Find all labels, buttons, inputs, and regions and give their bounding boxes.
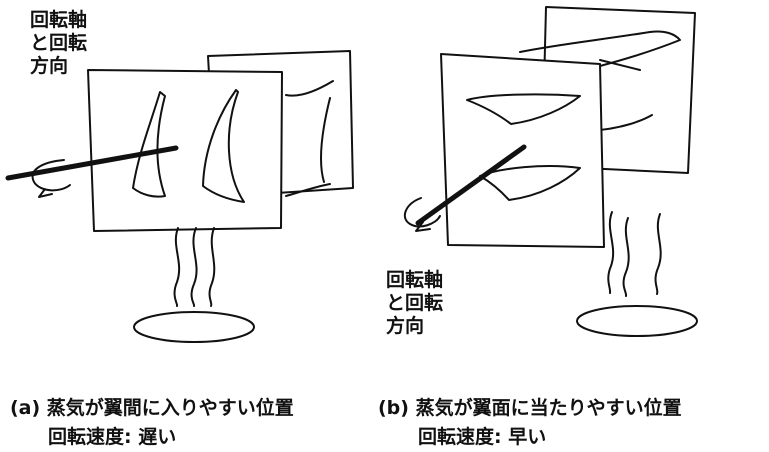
panel-a-shaft bbox=[5, 145, 179, 181]
panel-b-caption-speed: 回転速度: 早い bbox=[418, 426, 547, 448]
panel-b-steam-wisps bbox=[607, 211, 662, 297]
panel-b-rotation-arrow bbox=[403, 197, 441, 228]
panel-b-blade-bottom bbox=[479, 164, 581, 201]
panel-a-rotation-arrow bbox=[31, 159, 71, 192]
panel-a-blade-left bbox=[132, 91, 166, 198]
panel-a-axis-label-line-3: 方向 bbox=[30, 55, 69, 77]
panel-b-blade-top bbox=[466, 93, 581, 125]
panel-a-front-plate bbox=[87, 69, 283, 232]
panel-b-axis-label-line-2: と回転 bbox=[386, 292, 444, 314]
panel-a-steam-wisps bbox=[173, 227, 216, 307]
panel-a-axis-label-line-1: 回転軸 bbox=[30, 9, 88, 31]
panel-a-caption-speed: 回転速度: 遅い bbox=[48, 426, 177, 448]
panel-a-blade-ribbon bbox=[285, 80, 334, 197]
panel-b-caption-title: (b) 蒸気が翼面に当たりやすい位置 bbox=[378, 397, 682, 419]
panel-b-axis-label: 回転軸 と回転 方向 bbox=[386, 269, 443, 338]
panel-a-nozzle bbox=[133, 311, 255, 343]
panel-a-caption-title: (a) 蒸気が翼間に入りやすい位置 bbox=[10, 397, 294, 419]
panel-b-nozzle bbox=[576, 305, 698, 337]
panel-a-blade-right bbox=[202, 89, 245, 203]
panel-b-axis-label-line-1: 回転軸 bbox=[386, 269, 444, 291]
panel-a-axis-label-line-2: と回転 bbox=[30, 32, 88, 54]
panel-a-axis-label: 回転軸 と回転 方向 bbox=[30, 9, 87, 78]
panel-b-blade-ribbon bbox=[519, 30, 681, 131]
panel-b-axis-label-line-3: 方向 bbox=[386, 315, 425, 337]
panel-b-shaft bbox=[415, 144, 527, 226]
